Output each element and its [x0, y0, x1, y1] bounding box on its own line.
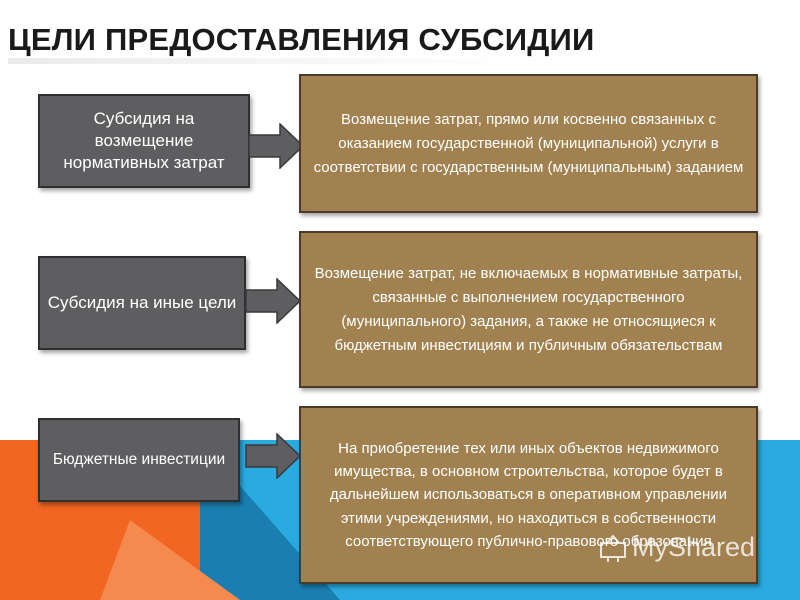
- left-box-1: Субсидия на возмещение нормативных затра…: [38, 94, 250, 188]
- left-box-3: Бюджетные инвестиции: [38, 418, 240, 502]
- arrow-right-icon: [245, 433, 301, 479]
- page-title: ЦЕЛИ ПРЕДОСТАВЛЕНИЯ СУБСИДИИ: [8, 22, 595, 57]
- arrow-right-icon: [245, 278, 301, 324]
- left-box-2-text: Субсидия на иные цели: [47, 292, 237, 312]
- left-box-2: Субсидия на иные цели: [38, 256, 246, 350]
- light-orange-triangle: [100, 520, 240, 600]
- right-box-1: Возмещение затрат, прямо или косвенно св…: [299, 74, 758, 213]
- title-underline: [8, 58, 528, 64]
- myshared-logo-icon: [600, 533, 626, 562]
- left-box-1-text: Субсидия на возмещение нормативных затра…: [63, 108, 225, 173]
- right-box-3: На приобретение тех или иных объектов не…: [299, 406, 758, 584]
- right-box-2-text: Возмещение затрат, не включаемых в норма…: [314, 264, 743, 354]
- arrow-right-icon: [248, 123, 304, 169]
- right-box-2: Возмещение затрат, не включаемых в норма…: [299, 231, 758, 388]
- left-box-3-text: Бюджетные инвестиции: [52, 450, 226, 468]
- right-box-1-text: Возмещение затрат, прямо или косвенно св…: [313, 110, 744, 176]
- watermark: MyShared: [598, 532, 755, 563]
- right-box-3-text: На приобретение тех или иных объектов не…: [329, 439, 728, 550]
- watermark-text: MyShared: [632, 532, 756, 562]
